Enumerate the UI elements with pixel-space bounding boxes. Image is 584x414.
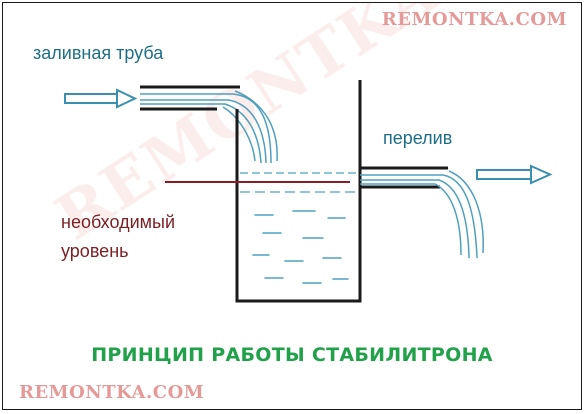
required-level-label-line2: уровень xyxy=(61,241,129,261)
diagram-title: ПРИНЦИП РАБОТЫ СТАБИЛИТРОНА xyxy=(91,344,493,366)
inlet-water-stream xyxy=(140,90,278,164)
inlet-pipe-label: заливная труба xyxy=(33,43,164,63)
required-level-label: необходимый уровень xyxy=(61,208,175,266)
inlet-arrow-icon xyxy=(64,88,138,109)
overflow-pipe xyxy=(360,166,448,189)
watermark-top: REMONTKA.COM xyxy=(381,9,567,30)
outlet-arrow-icon xyxy=(476,164,553,185)
tank-water xyxy=(252,210,349,284)
watermark-bottom: REMONTKA.COM xyxy=(19,382,205,403)
overflow-label: перелив xyxy=(383,128,453,148)
stabilizer-diagram xyxy=(64,80,553,303)
overflow-water-stream xyxy=(360,170,484,259)
required-level-label-line1: необходимый xyxy=(61,212,176,232)
diagram-frame: REMONTKA.COM xyxy=(2,2,582,410)
water-surface xyxy=(240,172,358,193)
tank xyxy=(235,80,362,303)
inlet-pipe xyxy=(140,85,240,111)
